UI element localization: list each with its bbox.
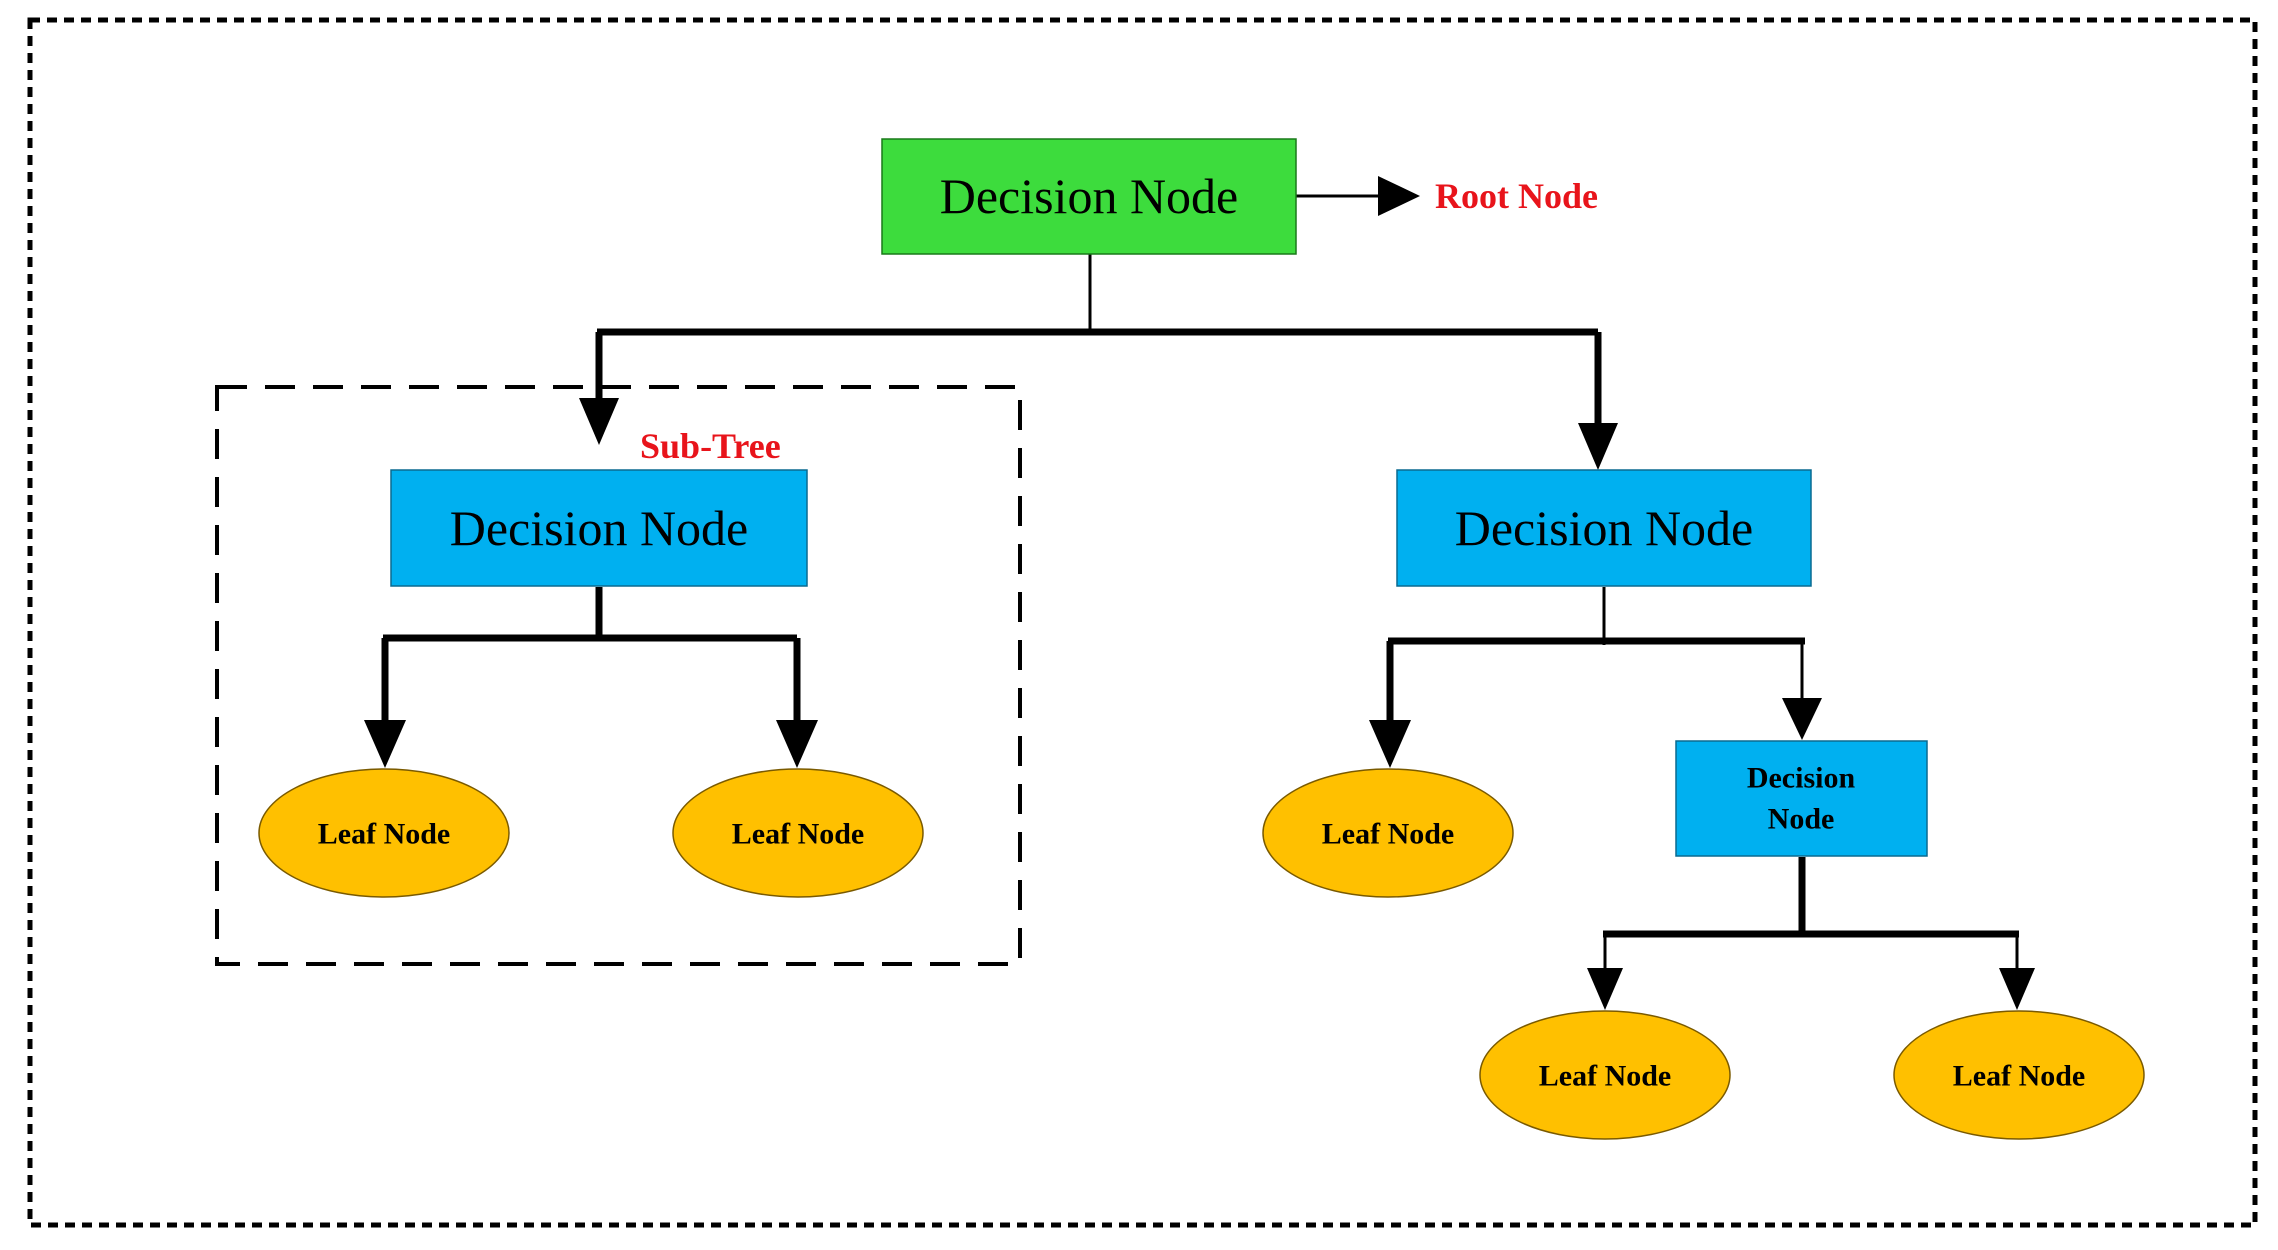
root-node-annotation: Root Node (1435, 176, 1598, 216)
subtree-leaf-right: Leaf Node (672, 768, 924, 898)
leaf-label: Leaf Node (1539, 1060, 1671, 1093)
leaf-ellipse (1893, 1010, 2145, 1140)
leaf-label: Leaf Node (1953, 1060, 2085, 1093)
subtree-leaf-left: Leaf Node (258, 768, 510, 898)
leaf-label: Leaf Node (732, 818, 864, 851)
subtree-decision-box (390, 469, 808, 587)
subtree-frame (215, 385, 1022, 966)
root-decision-node: Decision Node (881, 138, 1297, 255)
connectors (381, 194, 2019, 970)
root-decision-box (881, 138, 1297, 255)
arrowhead-subtree-leaf-left (364, 720, 406, 768)
arrowheads (364, 176, 2035, 1010)
outer-frame (27, 17, 2258, 1228)
arrowhead-right-decision (1578, 423, 1618, 470)
right-decision-box (1396, 469, 1812, 587)
leaf-ellipse (672, 768, 924, 898)
child-decision-node: Decision Node (1675, 740, 1928, 857)
subtree-label: Sub-Tree (640, 426, 781, 466)
leaf-label: Leaf Node (1322, 818, 1454, 851)
right-decision-label: Decision Node (1455, 500, 1754, 556)
right-decision-node: Decision Node (1396, 469, 1812, 587)
child-leaf-left: Leaf Node (1479, 1010, 1731, 1140)
arrowhead-right-child-decision (1782, 698, 1822, 740)
leaf-ellipse (1262, 768, 1514, 898)
child-decision-label-line1: Decision (1747, 762, 1856, 795)
subtree-decision-label: Decision Node (450, 500, 749, 556)
arrowhead-subtree-leaf-right (776, 720, 818, 768)
child-leaf-right: Leaf Node (1893, 1010, 2145, 1140)
root-decision-label: Decision Node (940, 168, 1239, 224)
arrowhead-root-annotation (1378, 176, 1420, 216)
child-decision-box (1675, 740, 1928, 857)
child-decision-label-line2: Node (1768, 803, 1835, 836)
arrowhead-child-leaf-right (1999, 968, 2035, 1010)
leaf-ellipse (1479, 1010, 1731, 1140)
arrowhead-child-leaf-left (1587, 968, 1623, 1010)
right-leaf: Leaf Node (1262, 768, 1514, 898)
leaf-ellipse (258, 768, 510, 898)
arrowhead-right-leaf (1369, 720, 1411, 768)
subtree-decision-node: Decision Node (390, 469, 808, 587)
leaf-label: Leaf Node (318, 818, 450, 851)
arrowhead-subtree-decision (579, 398, 619, 445)
